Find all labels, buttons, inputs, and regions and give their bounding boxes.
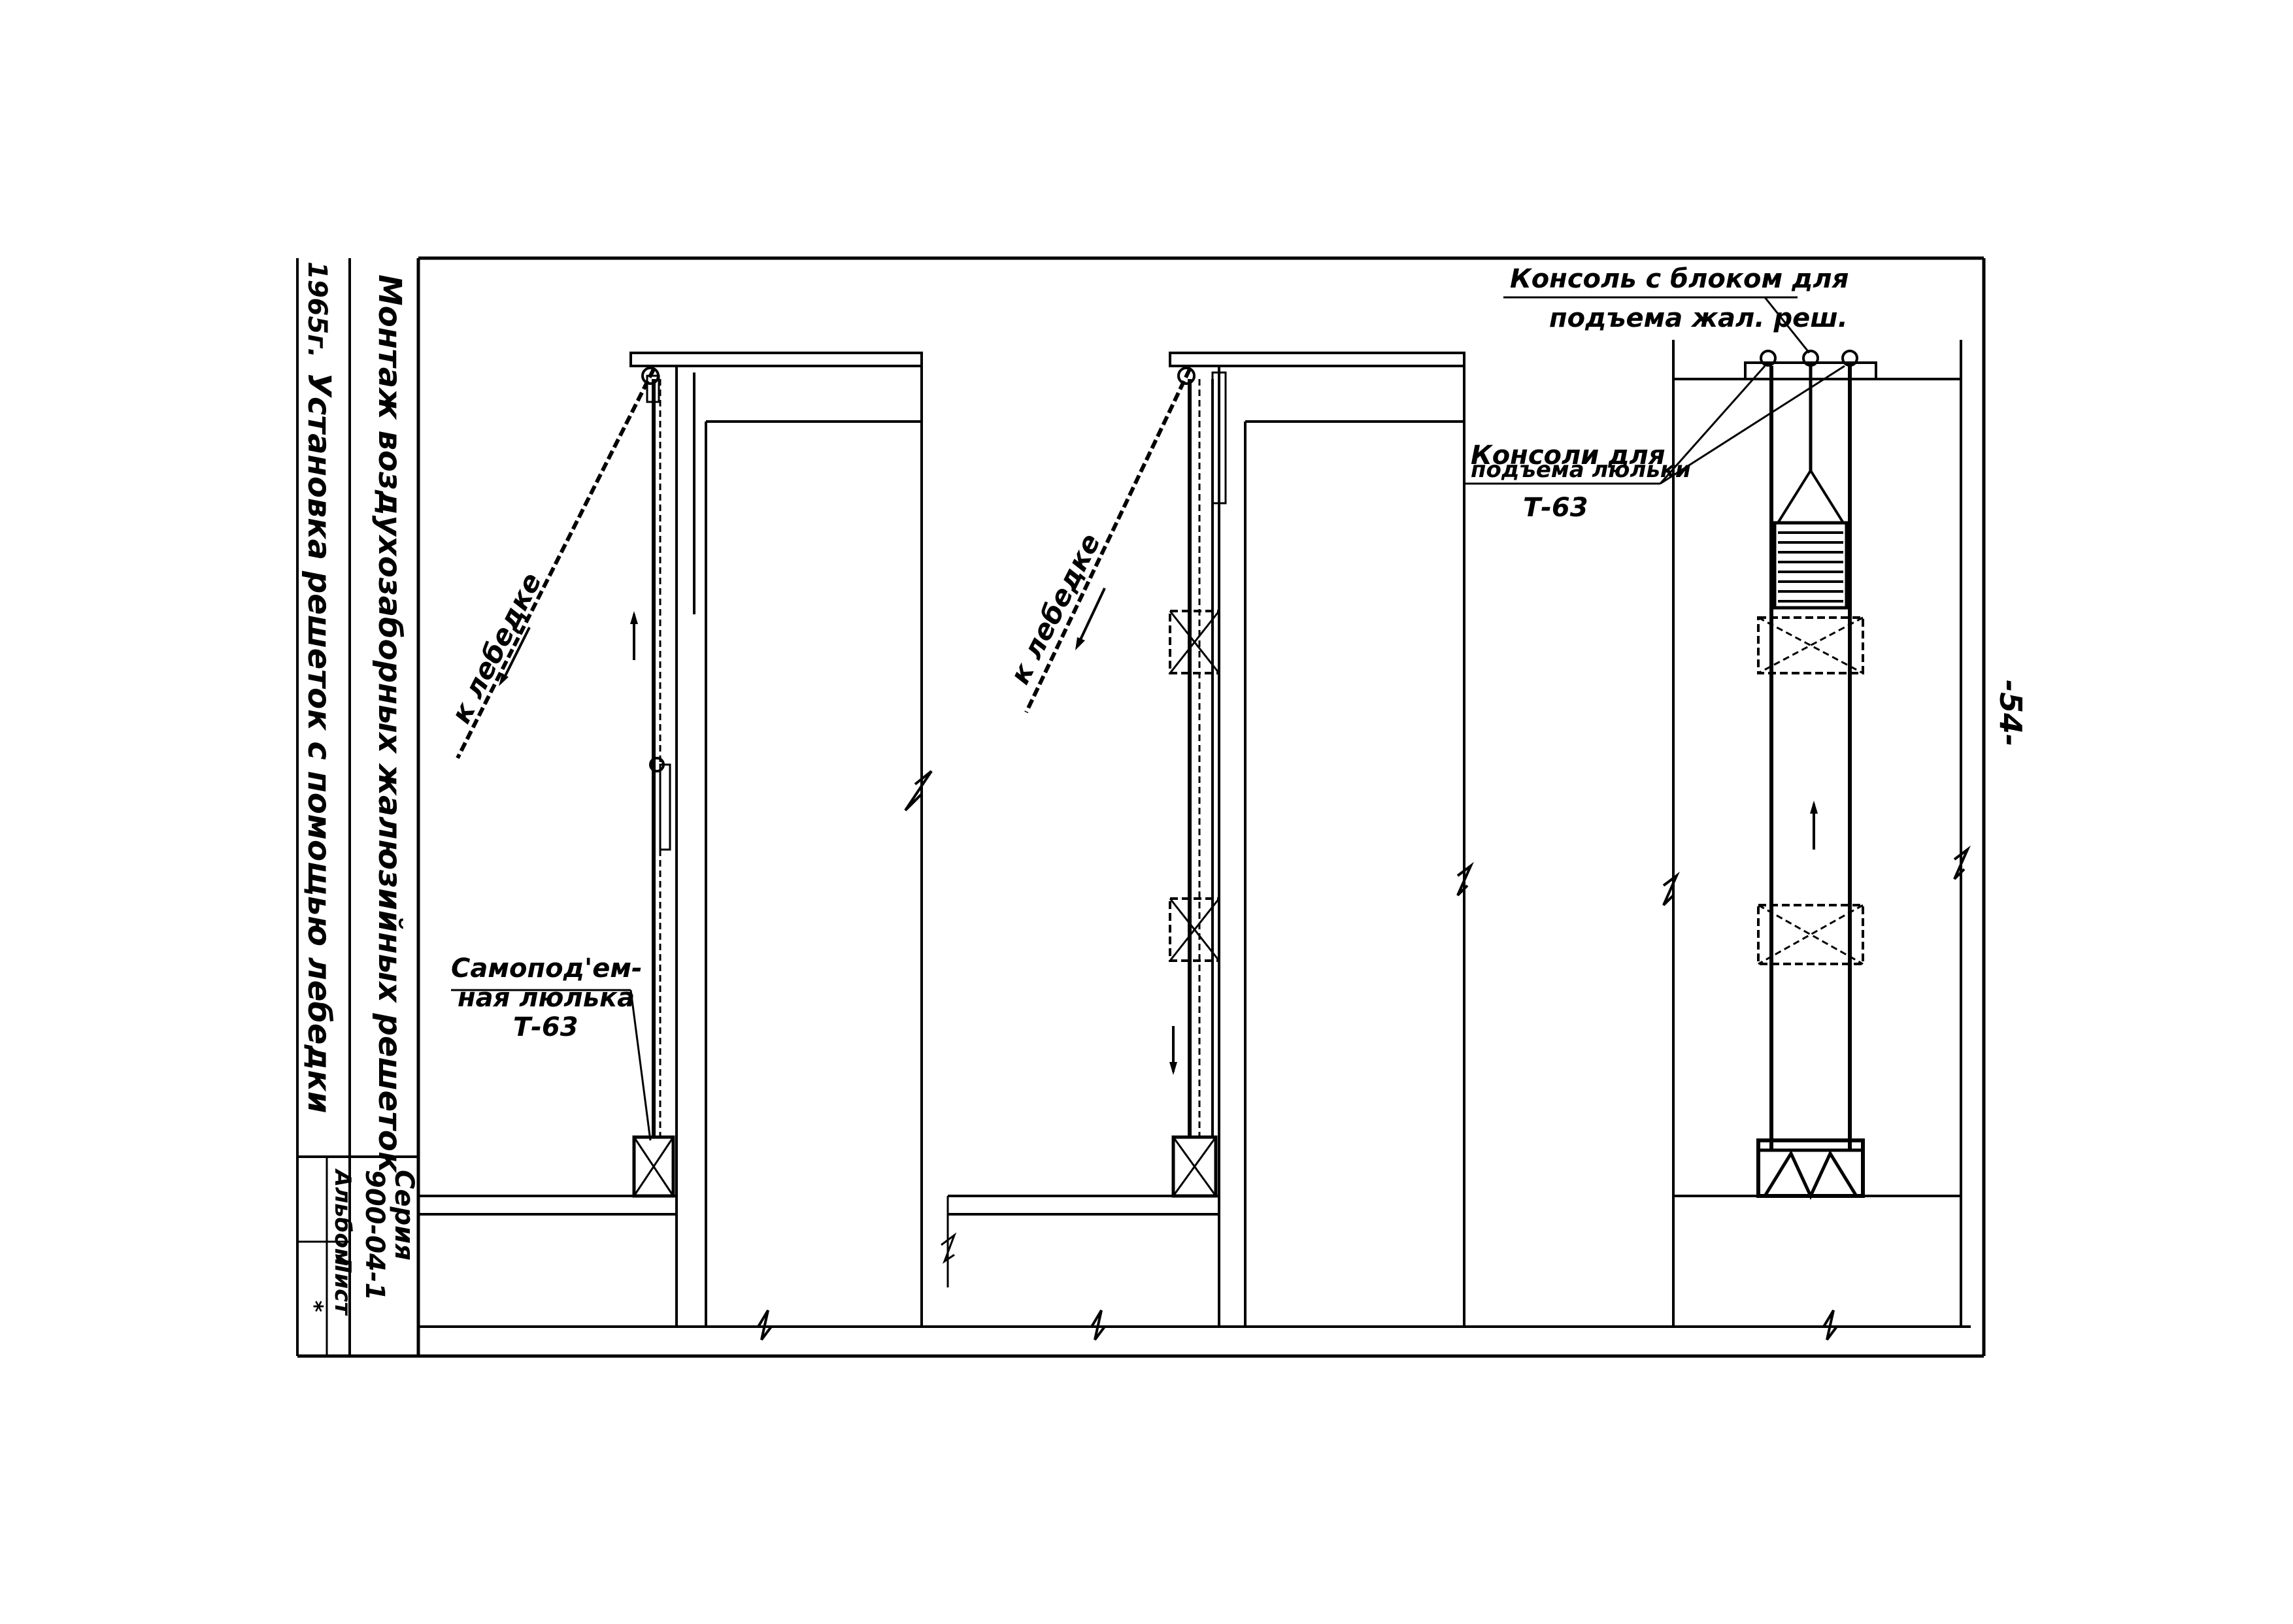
stage-3-view [1464, 296, 1971, 1327]
title-block: 1965г. Установка решеток с помощью лебед… [296, 258, 419, 1356]
cradle-label-line-1: Самопод'ем- [451, 953, 643, 984]
stage-2-view [941, 352, 1474, 1327]
year-label: 1965г. [302, 261, 332, 357]
console-block-label-line-2: подъема жал. реш. [1549, 303, 1848, 333]
to-winch-label-1: к лебедке [444, 568, 548, 729]
drawing-frame [297, 256, 1986, 1358]
consoles-cradle-label-line-3: Т-63 [1523, 493, 1588, 523]
series-label: Серия [389, 1170, 419, 1261]
cradle-label-line-2: ная люлька [458, 983, 635, 1013]
title-main: Монтаж воздухозаборных жалюзийных решето… [371, 274, 408, 1174]
sheet-label: Лист [329, 1254, 356, 1316]
stage-1-view [418, 352, 933, 1327]
cradle-label-line-3: Т-63 [513, 1012, 578, 1042]
album-label: Альбом [329, 1168, 356, 1267]
console-block-label-line-1: Консоль с блоком для [1510, 264, 1849, 294]
page-number: -54- [1993, 680, 2028, 746]
consoles-cradle-label-line-2: подъема люльки [1471, 457, 1691, 483]
ground-line [418, 1309, 1971, 1341]
series-value: 900-04-1 [360, 1170, 390, 1301]
louvre-slats [1778, 531, 1843, 603]
title-sub: Установка решеток с помощью лебедки [301, 373, 337, 1113]
to-winch-label-2: к лебедке [1003, 529, 1107, 689]
album-value: * [301, 1301, 327, 1312]
consoles-cradle-label-line-1: Консоли для [1471, 440, 1665, 471]
